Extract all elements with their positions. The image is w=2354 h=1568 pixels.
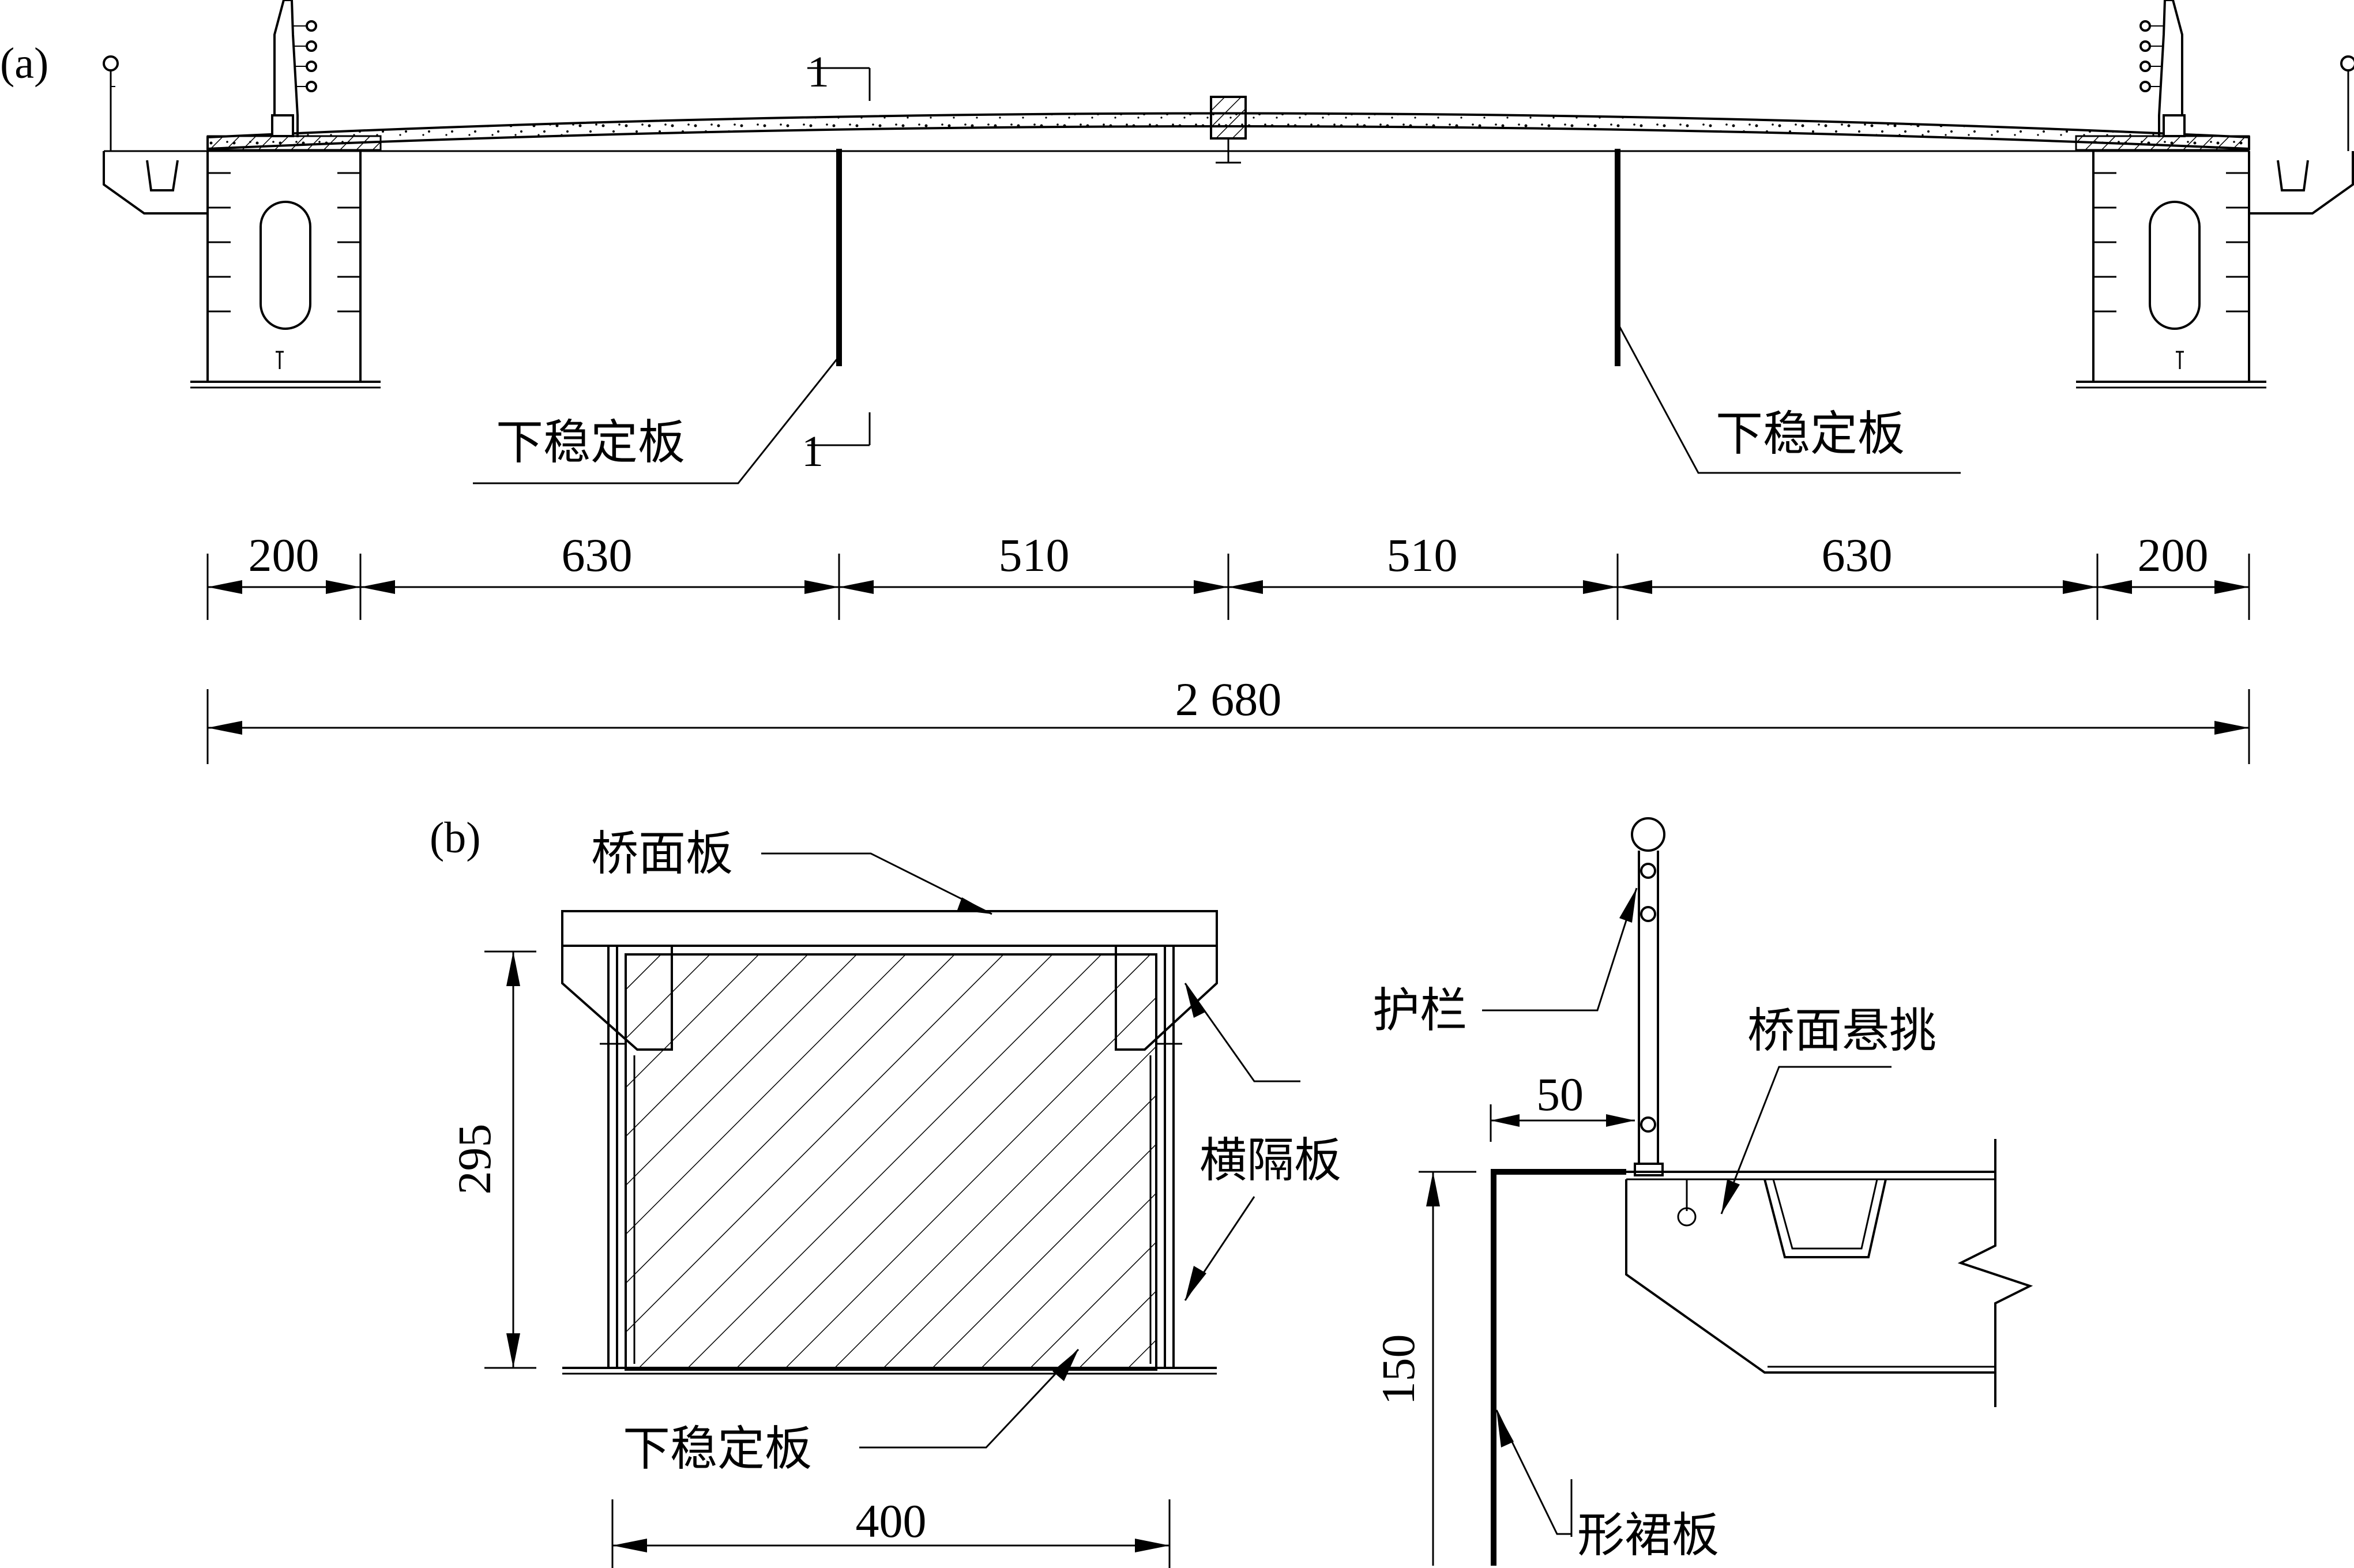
leader-stabilizer-right: [1616, 322, 1961, 474]
label-stabilizer-b: 下稳定板: [623, 1422, 812, 1476]
dim-510-left: 510: [999, 529, 1070, 581]
dimension-height: 295: [448, 950, 536, 1369]
label-deck: 桥面板: [591, 826, 733, 881]
dim-400: 400: [856, 1495, 927, 1547]
skirt-plate: [1491, 1169, 1626, 1566]
section-1-1: [561, 910, 1218, 1375]
leader-deck: [761, 852, 992, 915]
left-cantilever: [103, 150, 208, 215]
barrier-right: [2139, 0, 2186, 137]
label-railing: 护栏: [1372, 983, 1467, 1038]
leader-skirt: [1495, 1409, 1571, 1535]
dim-630-left: 630: [562, 529, 633, 581]
label-cantilever: 桥面悬挑: [1747, 1003, 1936, 1058]
dimension-offset: 50: [1490, 1068, 1635, 1142]
center-joint: [1210, 96, 1247, 164]
railing-right: [2340, 55, 2354, 151]
panel-b-label: (b): [430, 814, 481, 862]
dim-150: 150: [1372, 1334, 1424, 1405]
cantilever-detail: [1625, 1139, 2033, 1407]
label-skirt: 形裙板: [1577, 1508, 1719, 1563]
dimension-total: 2 680: [206, 673, 2250, 764]
deck-slab: [104, 112, 2250, 152]
section-mark: 1 1: [802, 48, 871, 476]
dim-295: 295: [448, 1124, 501, 1195]
dim-200-right: 200: [2138, 529, 2209, 581]
dimension-skirt: 150: [1372, 1171, 1476, 1566]
panel-b: (b): [430, 814, 2033, 1568]
railing-detail: [1631, 817, 1665, 1176]
dimension-width: 400: [611, 1495, 1171, 1568]
label-diaphragm: 横隔板: [1199, 1133, 1341, 1188]
panel-a: (a): [0, 0, 2354, 764]
leader-railing: [1482, 888, 1638, 1012]
section-mark-bottom: 1: [802, 427, 823, 476]
leader-stabilizer-left: [473, 356, 840, 484]
right-cantilever: [2249, 151, 2354, 215]
dimension-chain: 200 630 510 510 630 200: [206, 529, 2250, 620]
main-girder-left: [190, 151, 381, 389]
dim-50: 50: [1536, 1068, 1584, 1120]
leader-diaphragm: [1184, 983, 1300, 1082]
dim-2680: 2 680: [1175, 673, 1282, 725]
dim-510-right: 510: [1387, 529, 1458, 581]
label-stabilizer-right: 下稳定板: [1716, 407, 1905, 461]
barrier-left: [271, 0, 317, 137]
railing-left: [103, 55, 119, 151]
dim-630-right: 630: [1822, 529, 1893, 581]
dim-200-left: 200: [249, 529, 319, 581]
panel-a-label: (a): [0, 39, 48, 88]
section-mark-top: 1: [807, 48, 829, 96]
leader-stabilizer-b: [859, 1348, 1080, 1449]
leader-cantilever: [1720, 1066, 1892, 1214]
main-girder-right: [2076, 151, 2266, 389]
label-stabilizer-left: 下稳定板: [496, 415, 685, 470]
